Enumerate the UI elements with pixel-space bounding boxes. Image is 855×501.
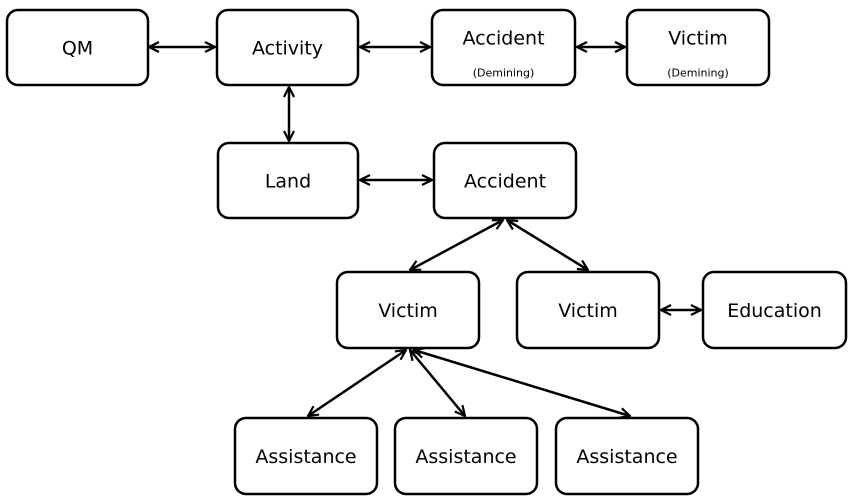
edge-victim-1-to-assistance-3 — [414, 350, 630, 416]
node-label: Land — [265, 171, 311, 193]
node-label: Assistance — [255, 446, 356, 468]
node-assistance-3: Assistance — [554, 416, 700, 496]
node-box — [625, 8, 771, 87]
node-box — [554, 416, 700, 496]
edge-accident-to-victim-1 — [410, 220, 503, 270]
node-accident-demining: Accident (Demining) — [430, 8, 577, 87]
node-label: Accident — [462, 28, 544, 50]
edge-victim-1-to-assistance-1 — [308, 350, 406, 416]
node-victim-1: Victim — [335, 270, 481, 350]
node-accident: Accident — [432, 141, 578, 220]
node-box — [335, 270, 481, 350]
edge-accident-to-victim-2 — [507, 220, 588, 270]
node-box — [233, 416, 379, 496]
node-land: Land — [216, 141, 360, 220]
node-label: Victim — [668, 28, 728, 50]
node-box — [215, 8, 360, 87]
node-label: Victim — [378, 300, 438, 322]
node-label: Education — [727, 300, 822, 322]
node-assistance-1: Assistance — [233, 416, 379, 496]
node-activity: Activity — [215, 8, 360, 87]
node-label: Victim — [558, 300, 618, 322]
node-qm: QM — [5, 8, 150, 87]
node-assistance-2: Assistance — [393, 416, 539, 496]
node-box — [5, 8, 150, 87]
node-box — [432, 141, 578, 220]
node-label: QM — [62, 38, 93, 60]
node-box — [216, 141, 360, 220]
node-education: Education — [701, 270, 848, 350]
node-sublabel: (Demining) — [473, 67, 535, 80]
node-label: Assistance — [576, 446, 677, 468]
node-victim-2: Victim — [515, 270, 661, 350]
node-label: Assistance — [415, 446, 516, 468]
node-victim-demining: Victim (Demining) — [625, 8, 771, 87]
node-box — [701, 270, 848, 350]
node-label: Activity — [252, 38, 323, 60]
node-sublabel: (Demining) — [667, 67, 729, 80]
node-box — [515, 270, 661, 350]
edges-layer — [149, 47, 701, 416]
node-box — [393, 416, 539, 496]
edge-victim-1-to-assistance-2 — [410, 350, 465, 416]
node-box — [430, 8, 577, 87]
node-label: Accident — [464, 171, 546, 193]
